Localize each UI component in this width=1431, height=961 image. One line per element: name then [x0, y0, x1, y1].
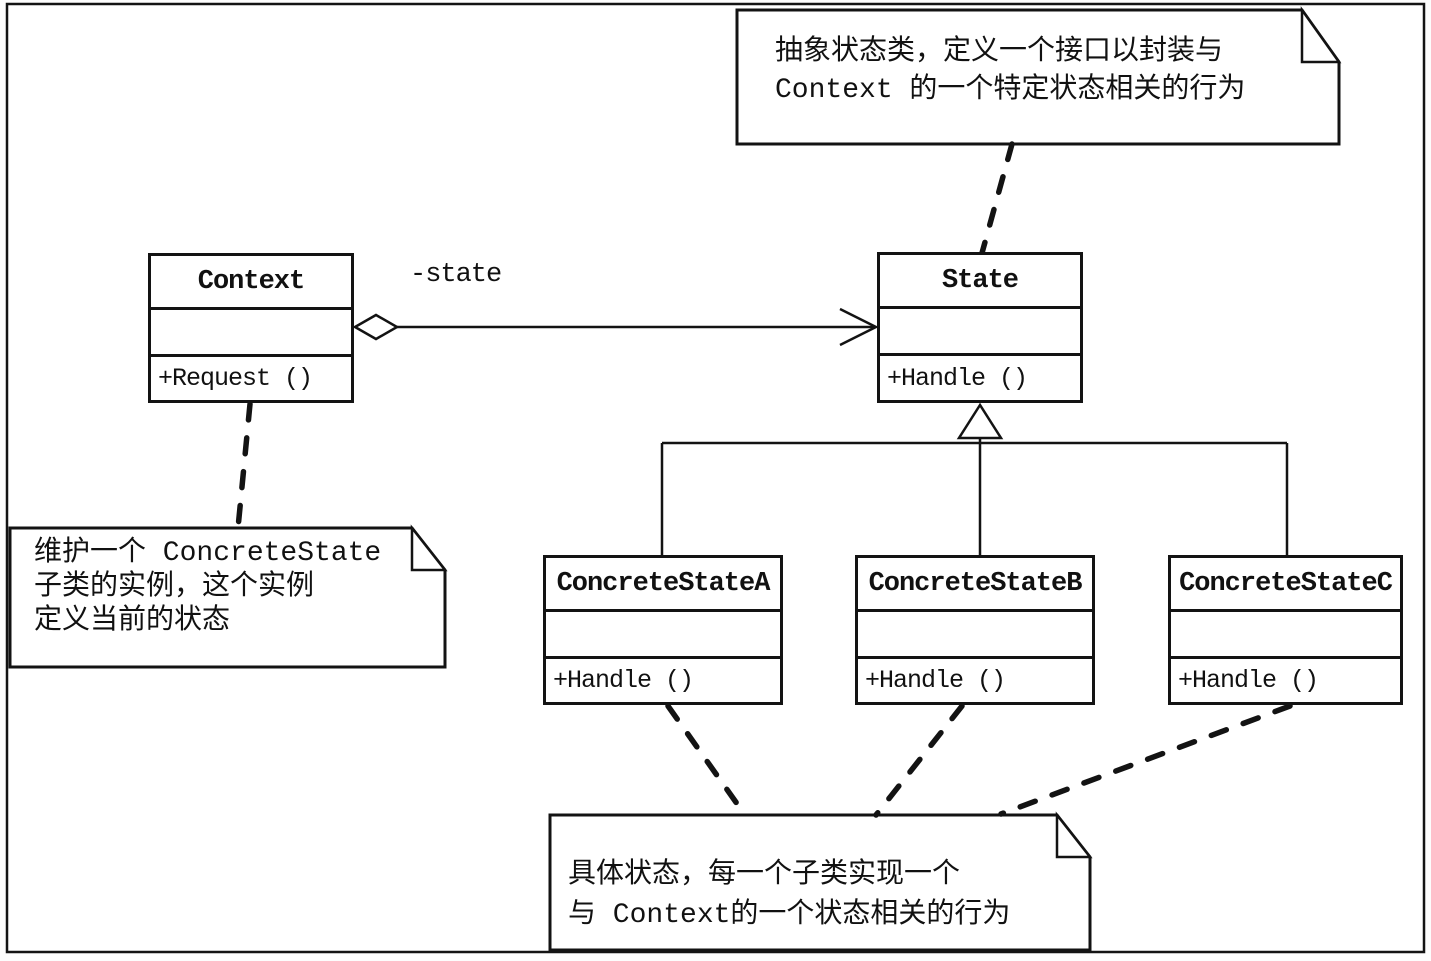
note-line: 子类的实例，这个实例	[34, 572, 315, 603]
note-line: 定义当前的状态	[34, 606, 231, 637]
page-border	[5, 2, 1426, 954]
anchor-stateb-to-note	[873, 703, 965, 818]
class-state: State +Handle ()	[877, 252, 1083, 403]
class-state-name: State	[880, 255, 1080, 309]
note-state-text: 抽象状态类，定义一个接口以封装与 Context 的一个特定状态相关的行为	[775, 34, 1245, 110]
class-concrete-state-c: ConcreteStateC +Handle ()	[1168, 555, 1403, 705]
class-state-attributes	[880, 309, 1080, 356]
class-concrete-state-c-methods: +Handle ()	[1178, 666, 1319, 695]
class-concrete-state-a-name: ConcreteStateA	[546, 558, 780, 612]
note-shape-concrete	[548, 811, 1093, 952]
anchor-statec-to-note	[998, 703, 1293, 817]
open-arrowhead-icon	[839, 307, 879, 347]
class-context-name: Context	[151, 256, 351, 310]
note-line: Context 的一个特定状态相关的行为	[775, 75, 1246, 106]
class-context: Context +Request ()	[148, 253, 354, 403]
note-fold-icon	[1300, 6, 1342, 64]
inheritance-triangle-icon	[956, 402, 1004, 440]
class-state-methods: +Handle ()	[887, 363, 1028, 393]
class-concrete-state-b: ConcreteStateB +Handle ()	[855, 555, 1095, 705]
class-concrete-state-c-attributes	[1171, 612, 1400, 659]
note-shape-context	[8, 524, 448, 669]
note-line: 抽象状态类，定义一个接口以封装与	[775, 37, 1224, 68]
aggregation-association	[352, 307, 879, 347]
association-label: -state	[410, 260, 502, 290]
note-fold-icon	[410, 524, 448, 572]
class-concrete-state-b-methods: +Handle ()	[865, 666, 1006, 695]
note-concrete-text: 具体状态，每一个子类实现一个 与 Context的一个状态相关的行为	[568, 856, 1010, 936]
class-concrete-state-c-name: ConcreteStateC	[1171, 558, 1400, 612]
class-concrete-state-a: ConcreteStateA +Handle ()	[543, 555, 783, 705]
anchor-statea-to-note	[665, 703, 748, 818]
class-concrete-state-b-attributes	[858, 612, 1092, 659]
note-line: 维护一个 ConcreteState	[34, 538, 382, 569]
note-fold-icon	[1055, 811, 1093, 859]
note-line: 具体状态，每一个子类实现一个	[568, 860, 961, 891]
inheritance-connector	[660, 402, 1289, 555]
class-concrete-state-a-methods: +Handle ()	[553, 666, 694, 695]
class-concrete-state-b-name: ConcreteStateB	[858, 558, 1092, 612]
note-context-text: 维护一个 ConcreteState 子类的实例，这个实例 定义当前的状态	[34, 537, 381, 639]
aggregation-diamond-icon	[352, 313, 400, 341]
anchor-context-to-note	[235, 401, 253, 531]
class-context-methods: +Request ()	[158, 364, 313, 393]
note-line: 与 Context的一个状态相关的行为	[568, 900, 1011, 931]
note-shape-state	[735, 6, 1342, 146]
class-context-attributes	[151, 310, 351, 357]
class-concrete-state-a-attributes	[546, 612, 780, 659]
